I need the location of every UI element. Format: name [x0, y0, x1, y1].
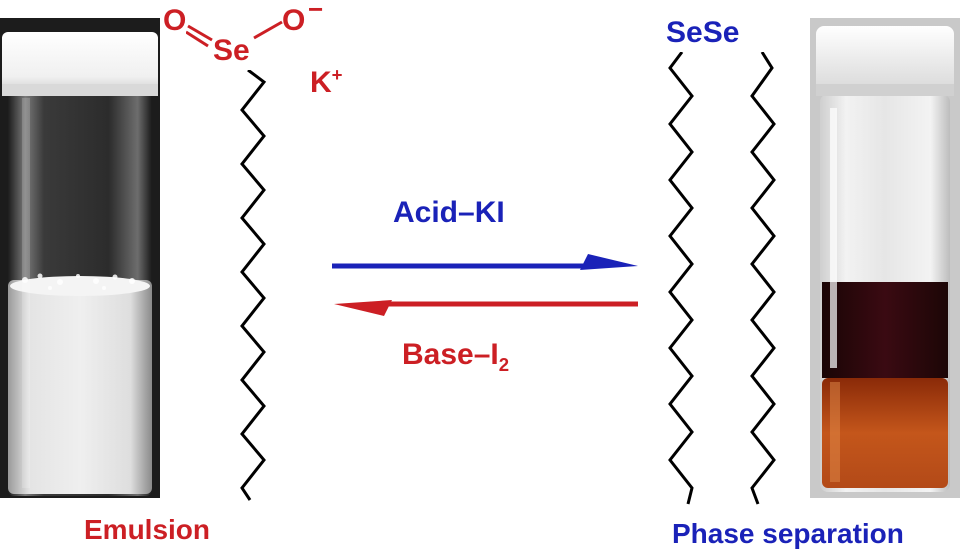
alkyl-chain-right-2 — [750, 52, 776, 505]
oxygen-atom-anion: O — [282, 4, 306, 37]
forward-arrow — [332, 254, 638, 270]
potassium-counterion: K+ — [310, 64, 343, 100]
diselenide-label: SeSe — [666, 16, 740, 49]
emulsion-vial-photo — [0, 18, 160, 498]
reverse-reaction-reagent: Base–I — [402, 338, 499, 371]
phase-separation-caption: Phase separation — [672, 518, 904, 549]
alkyl-chain-right-1 — [668, 52, 694, 505]
reverse-reaction-label: Base–I2 — [402, 338, 509, 376]
alkyl-chain-left — [240, 70, 267, 501]
iodine-subscript: 2 — [498, 354, 510, 375]
positive-charge: + — [331, 64, 343, 85]
forward-reaction-label: Acid–KI — [393, 196, 505, 229]
selenium-atom: Se — [213, 34, 250, 67]
emulsion-caption: Emulsion — [84, 514, 211, 545]
oxygen-atom-double-bond: O — [163, 4, 187, 37]
reverse-arrow — [334, 300, 638, 316]
negative-charge: − — [308, 0, 324, 24]
se-o-double-bond — [186, 24, 213, 48]
phase-separation-vial-photo — [810, 18, 960, 498]
potassium-symbol: K — [310, 66, 332, 99]
se-o-single-bond — [253, 20, 283, 40]
